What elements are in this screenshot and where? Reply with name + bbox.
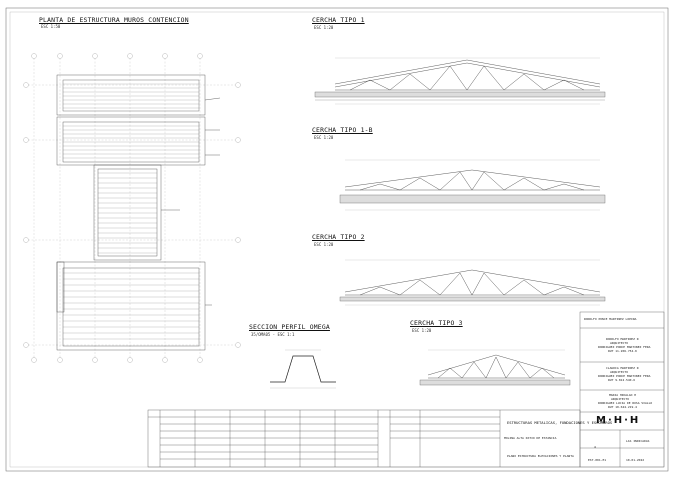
architect-1-line-1: RODOLFO MARTINEZ R — [606, 337, 639, 341]
architect-1-line-4: RUT 11.206.754-K — [608, 349, 637, 353]
engineer-line-2: ARQUITECTO — [611, 397, 630, 401]
omega-title: SECCION PERFIL OMEGA — [249, 323, 330, 331]
truss-2-drawing — [339, 259, 606, 306]
architect-2-line-4: RUT 9.812.540-6 — [608, 378, 636, 382]
architect-2-line-2: ARQUITECTO — [610, 370, 629, 374]
title-block-frame — [579, 311, 665, 468]
engineer-line-4: RUT 10.624.219-4 — [608, 405, 637, 409]
truss-3-scale: ESC 1:20 — [412, 328, 432, 333]
project-label: ESTRUCTURAS METALICAS, FUNDACIONES Y ESC… — [507, 420, 613, 425]
architect-2-line-1: CLAUDIA MARTINEZ R — [606, 366, 639, 370]
sheet-date: 10-01-2022 — [626, 458, 645, 462]
truss-1-title: CERCHA TIPO 1 — [312, 16, 365, 24]
plan-title: PLANTA DE ESTRUCTURA MUROS CONTENCION — [39, 16, 189, 24]
architect-2-line-3: RODRIGUEZ PONCE MARTINEZ FERA — [598, 374, 651, 378]
truss-1-drawing — [314, 57, 606, 105]
plan-axis-bubbles — [23, 53, 241, 363]
truss-2-title: CERCHA TIPO 2 — [312, 233, 365, 241]
truss-1-scale: ESC 1:20 — [314, 25, 334, 30]
scale-label: LAS INDICADAS — [626, 439, 650, 443]
truss-1b-scale: ESC 1:20 — [314, 135, 334, 140]
omega-scale: 35/OMA05 - ESC 1:1 — [251, 332, 295, 337]
omega-profile-drawing — [270, 349, 336, 389]
revision-table-frame — [147, 409, 581, 468]
sheet-code: EST-001-E1 — [588, 458, 607, 462]
truss-3-drawing — [419, 349, 571, 386]
engineer-line-1: MARIA HIDALGO H — [609, 393, 637, 397]
architect-1-line-3: RODRIGUEZ PONCE MARTINEZ FERA — [598, 345, 651, 349]
engineer-line-3: RODRIGUEZ LUCIA DE ROSA VIALLO — [598, 401, 653, 405]
truss-1b-drawing — [339, 159, 606, 211]
truss-1b-title: CERCHA TIPO 1-B — [312, 126, 373, 134]
truss-3-title: CERCHA TIPO 3 — [410, 319, 463, 327]
plan-scale: ESC 1:50 — [41, 24, 61, 29]
owner-name: RODOLFO PONCE MARTINEZ LOPINA — [584, 317, 637, 321]
sheet-description: PLANO ESTRUCTURA ELEVACIONES Y PLANTA — [507, 454, 574, 458]
architect-1-line-2: ARQUITECTO — [610, 341, 629, 345]
firm-logo: M·H·H — [596, 415, 641, 426]
project-location: MOLINA ALTA PATIO DE ESTANCIA — [504, 436, 557, 440]
truss-2-scale: ESC 1:20 — [314, 242, 334, 247]
lamina-number: 4 — [594, 445, 596, 449]
plan-hatching — [63, 83, 199, 340]
